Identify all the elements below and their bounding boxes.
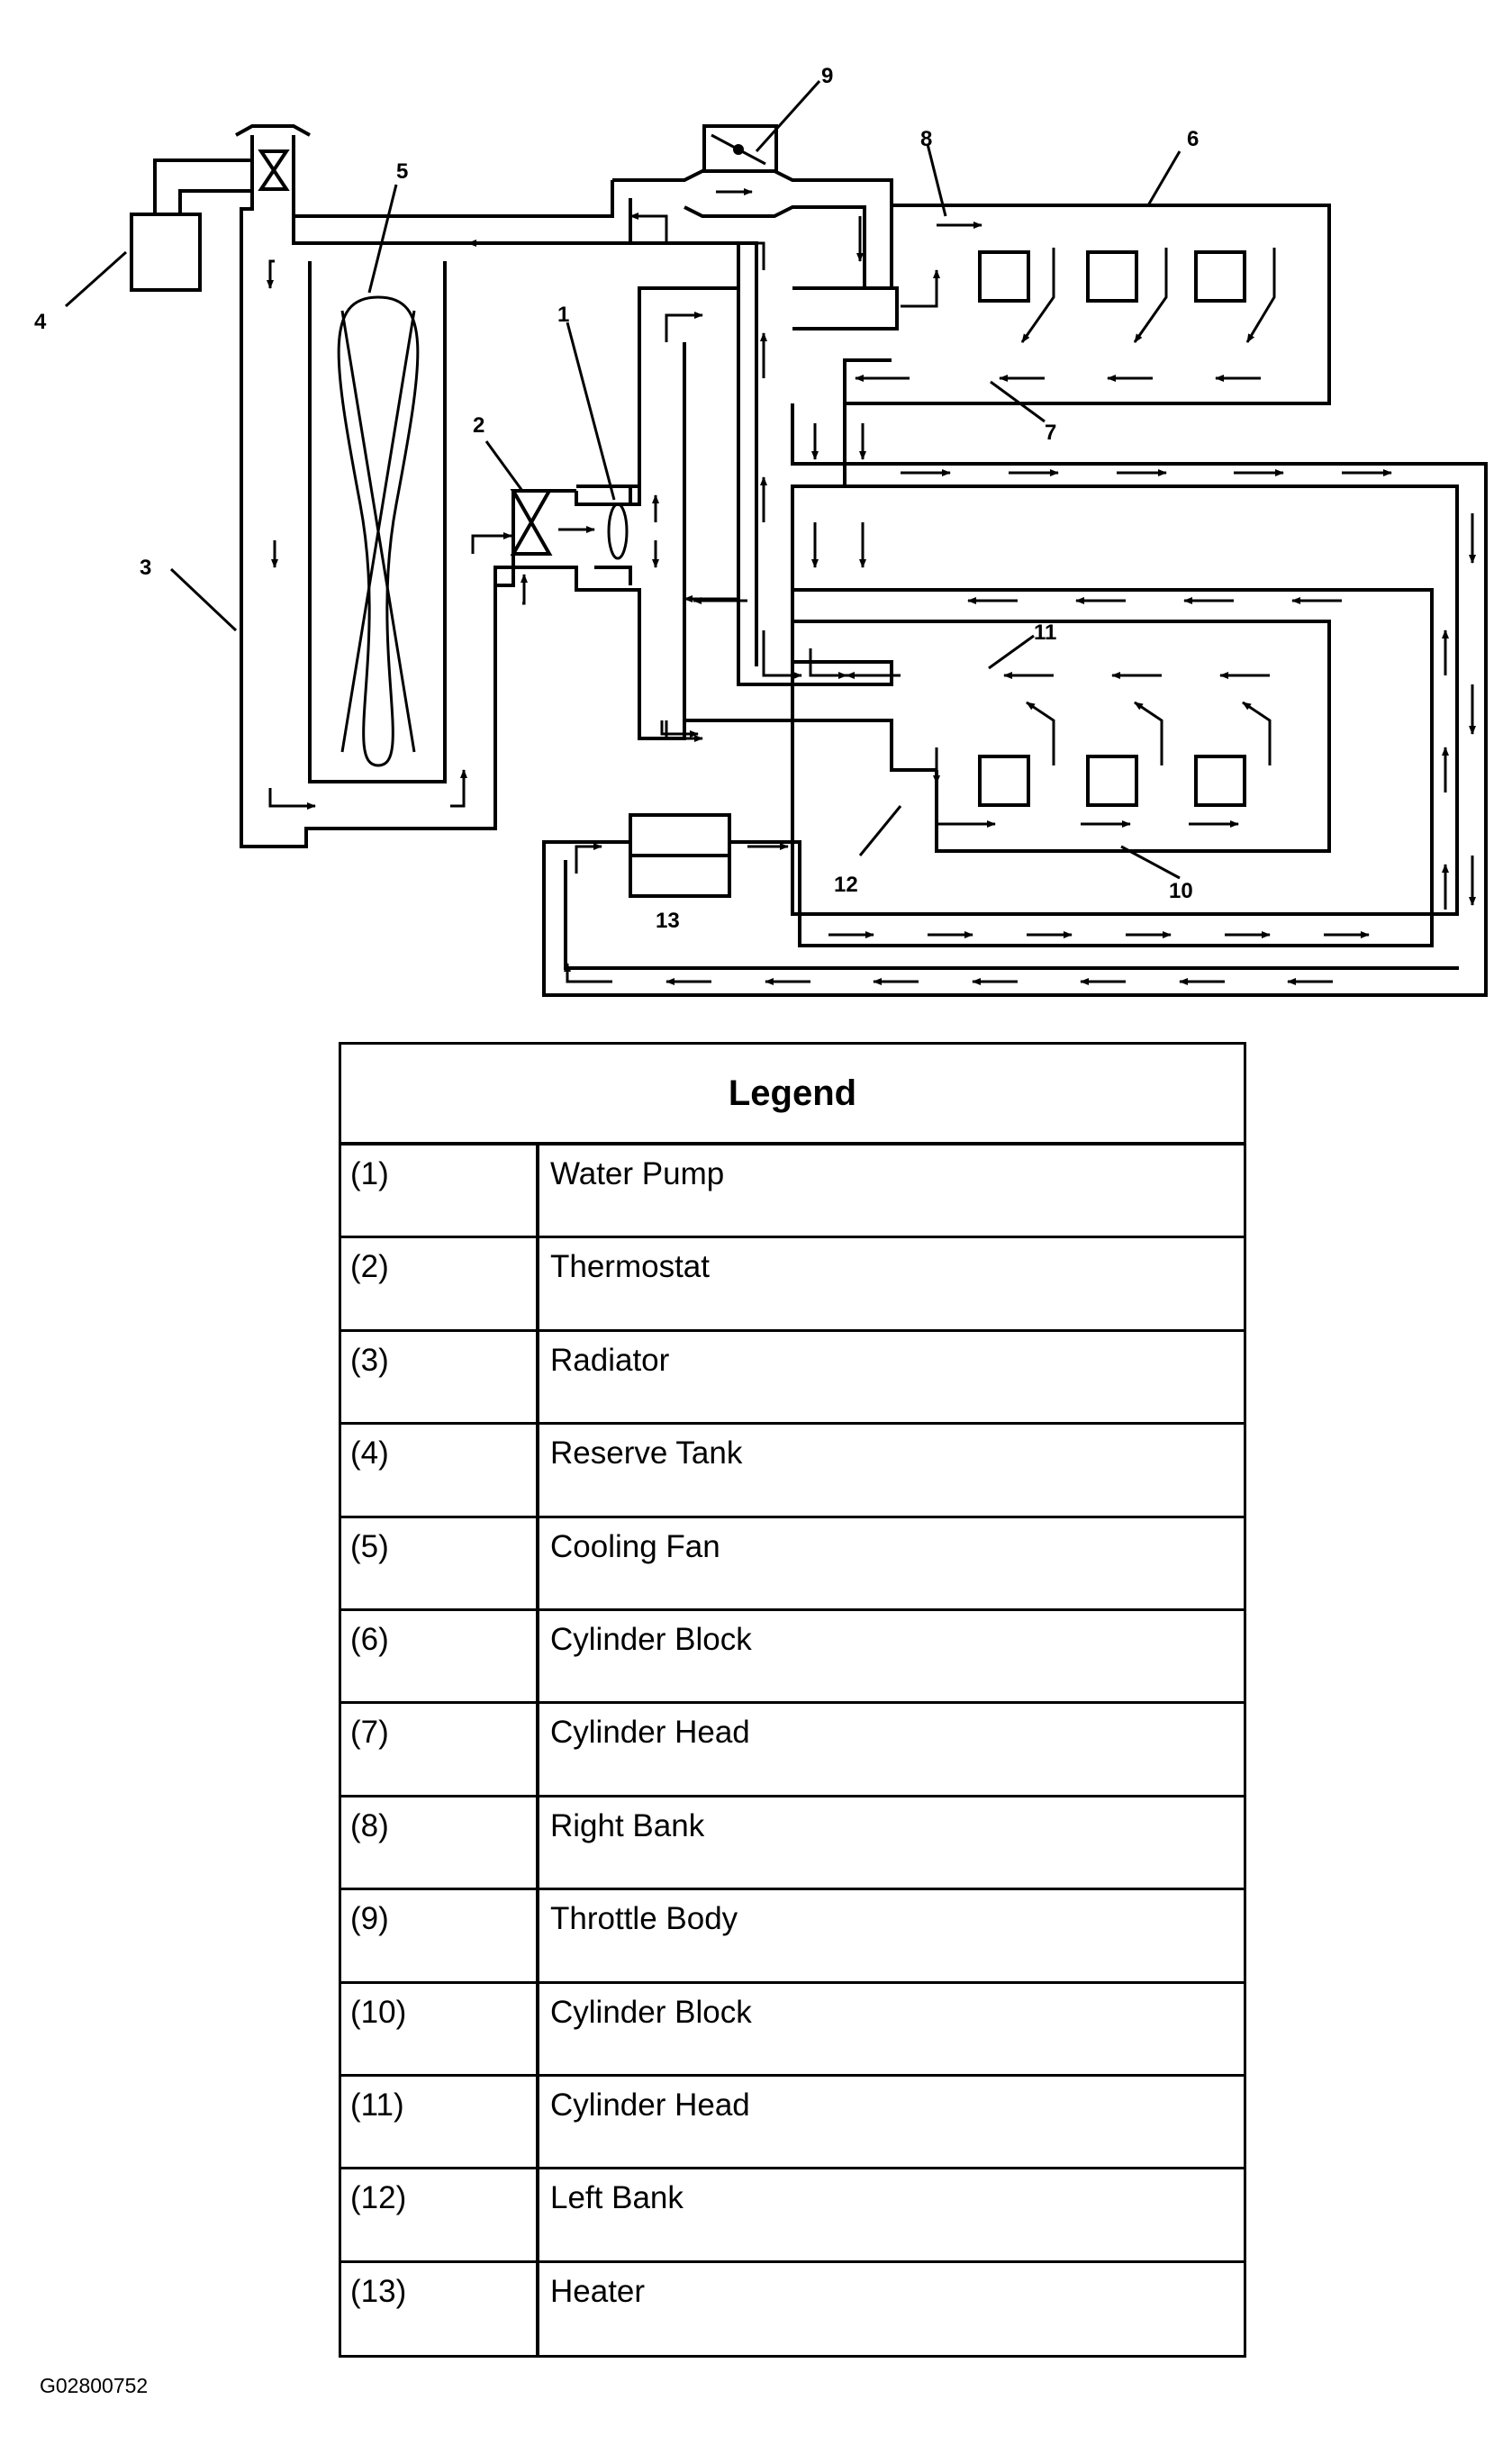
callout-2: 2: [473, 413, 484, 438]
legend-row: (11) Cylinder Head: [341, 2076, 1244, 2170]
thermostat: [493, 484, 641, 612]
legend-label: Cylinder Head: [550, 1715, 750, 1751]
legend-row: (7) Cylinder Head: [341, 1704, 1244, 1798]
legend-row: (3) Radiator: [341, 1331, 1244, 1426]
legend-number: (8): [341, 1797, 539, 1888]
callout-12: 12: [834, 873, 858, 897]
legend-table: Legend (1) Water Pump (2) Thermostat (3)…: [339, 1042, 1246, 2358]
legend-number: (11): [341, 2076, 539, 2168]
legend-label: Reserve Tank: [550, 1435, 743, 1472]
leader-lines: [64, 79, 1182, 880]
legend-number: (5): [341, 1517, 539, 1608]
right-bank-block: [791, 204, 1331, 466]
legend-number: (7): [341, 1704, 539, 1795]
legend-number: (4): [341, 1425, 539, 1516]
legend-number: (1): [341, 1146, 539, 1236]
legend-row: (10) Cylinder Block: [341, 1983, 1244, 2077]
heater: [629, 813, 731, 898]
legend-number: (6): [341, 1610, 539, 1702]
legend-number: (13): [341, 2262, 539, 2357]
legend-row: (2) Thermostat: [341, 1238, 1244, 1332]
legend-row: (12) Left Bank: [341, 2169, 1244, 2263]
water-pump: [594, 486, 632, 585]
legend-label: Throttle Body: [550, 1901, 738, 1937]
left-bank-block: [792, 620, 1331, 853]
throttle-body: [612, 124, 893, 288]
legend-label: Radiator: [550, 1342, 670, 1378]
cooling-fan: [337, 295, 420, 767]
callout-11: 11: [1034, 620, 1056, 645]
legend-row: (1) Water Pump: [341, 1146, 1244, 1239]
callout-numbers: 1 2 3 4 5 6 7 8 9 10 11 12 13: [34, 64, 1199, 933]
legend-label: Cylinder Head: [550, 2087, 750, 2123]
callout-13: 13: [656, 909, 680, 933]
flow-arrows: [267, 188, 1476, 985]
figure-code: G02800752: [40, 2374, 149, 2397]
callout-7: 7: [1045, 421, 1056, 445]
legend-title: Legend: [341, 1045, 1244, 1146]
callout-1: 1: [557, 303, 569, 327]
center-manifold: [542, 243, 1488, 997]
legend-label: Cylinder Block: [550, 1621, 752, 1657]
reserve-tank: [130, 158, 254, 292]
callout-5: 5: [396, 159, 408, 184]
callout-6: 6: [1187, 127, 1199, 151]
legend-label: Water Pump: [550, 1156, 725, 1191]
legend-number: (2): [341, 1238, 539, 1329]
legend-label: Cooling Fan: [550, 1528, 720, 1564]
legend-row: (5) Cooling Fan: [341, 1517, 1244, 1611]
legend-row: (4) Reserve Tank: [341, 1425, 1244, 1518]
callout-3: 3: [140, 556, 151, 580]
legend-row: (13) Heater: [341, 2262, 1244, 2357]
callout-4: 4: [34, 310, 47, 334]
legend-label: Heater: [550, 2273, 646, 2309]
legend-row: (8) Right Bank: [341, 1797, 1244, 1891]
callout-8: 8: [920, 127, 932, 151]
legend-label: Thermostat: [550, 1249, 710, 1285]
callout-9: 9: [821, 64, 833, 88]
legend-number: (12): [341, 2169, 539, 2260]
legend-number: (9): [341, 1890, 539, 1981]
legend-row: (6) Cylinder Block: [341, 1610, 1244, 1705]
legend-label: Cylinder Block: [550, 1994, 752, 2030]
cooling-system-diagram: 1 2 3 4 5 6 7 8 9 10 11 12 13: [34, 64, 1488, 997]
legend-number: (3): [341, 1331, 539, 1423]
legend-number: (10): [341, 1983, 539, 2074]
legend-label: Left Bank: [550, 2180, 684, 2216]
callout-10: 10: [1169, 879, 1193, 903]
legend-row: (9) Throttle Body: [341, 1890, 1244, 1984]
legend-label: Right Bank: [550, 1807, 705, 1843]
radiator-cap: [235, 124, 311, 191]
